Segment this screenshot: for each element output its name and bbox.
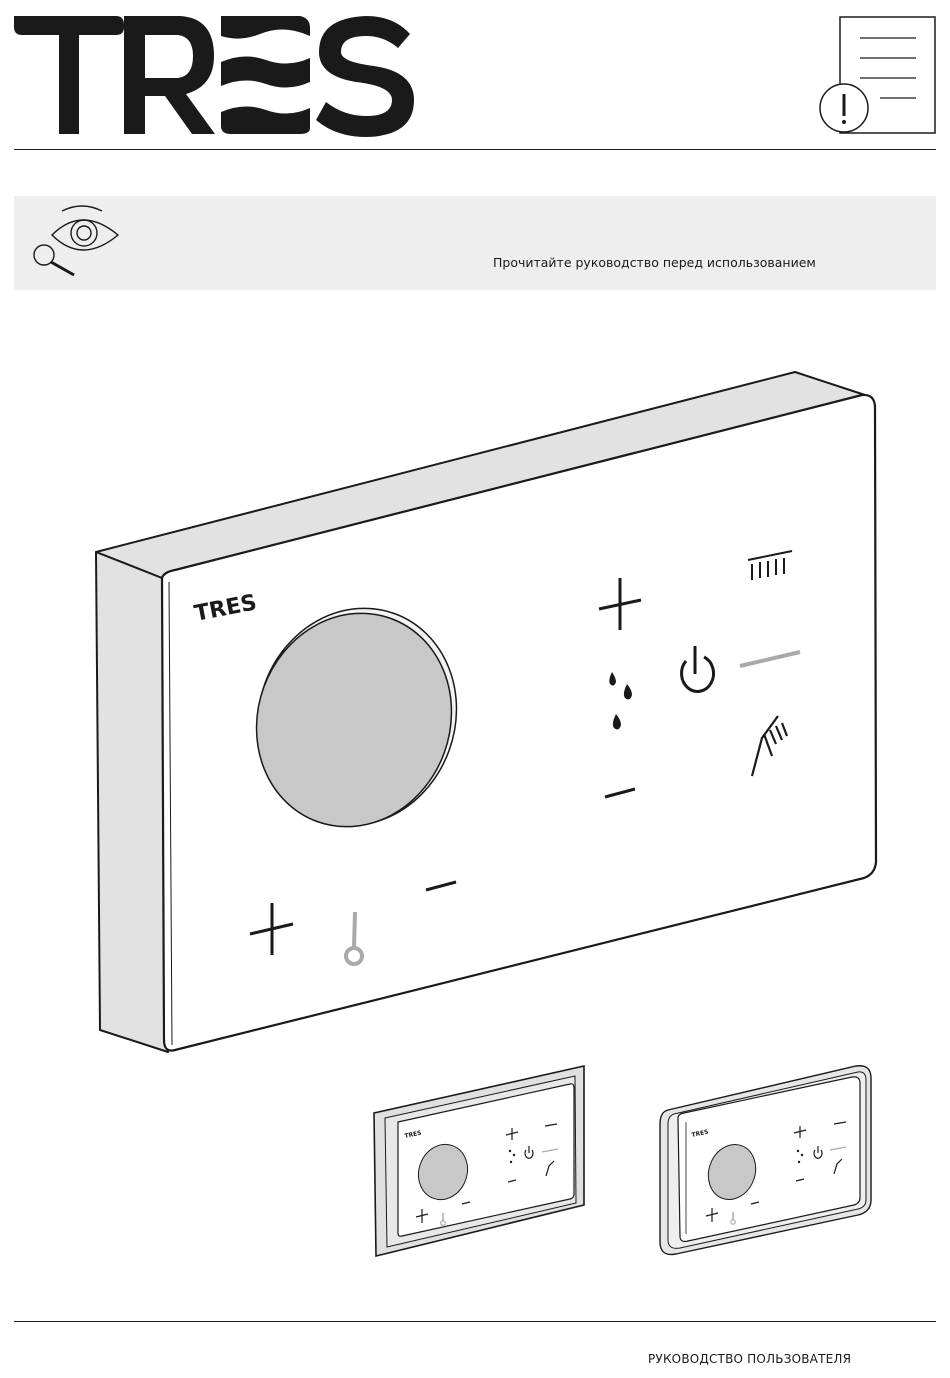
notice-text: Прочитайте руководство перед использован… [493, 255, 816, 270]
footer-divider [14, 1321, 936, 1322]
footer-title: РУКОВОДСТВО ПОЛЬЗОВАТЕЛЯ [648, 1352, 851, 1366]
inspect-eye-icon [30, 203, 122, 279]
brand-logo [14, 16, 424, 138]
flush-mount-variant: TRES [370, 1060, 588, 1260]
control-panel-illustration: TRES [90, 368, 880, 1058]
surface-mount-variant: TRES [655, 1060, 875, 1260]
notice-banner [14, 196, 936, 290]
header-divider [14, 149, 936, 150]
warning-manual-icon [815, 14, 937, 136]
